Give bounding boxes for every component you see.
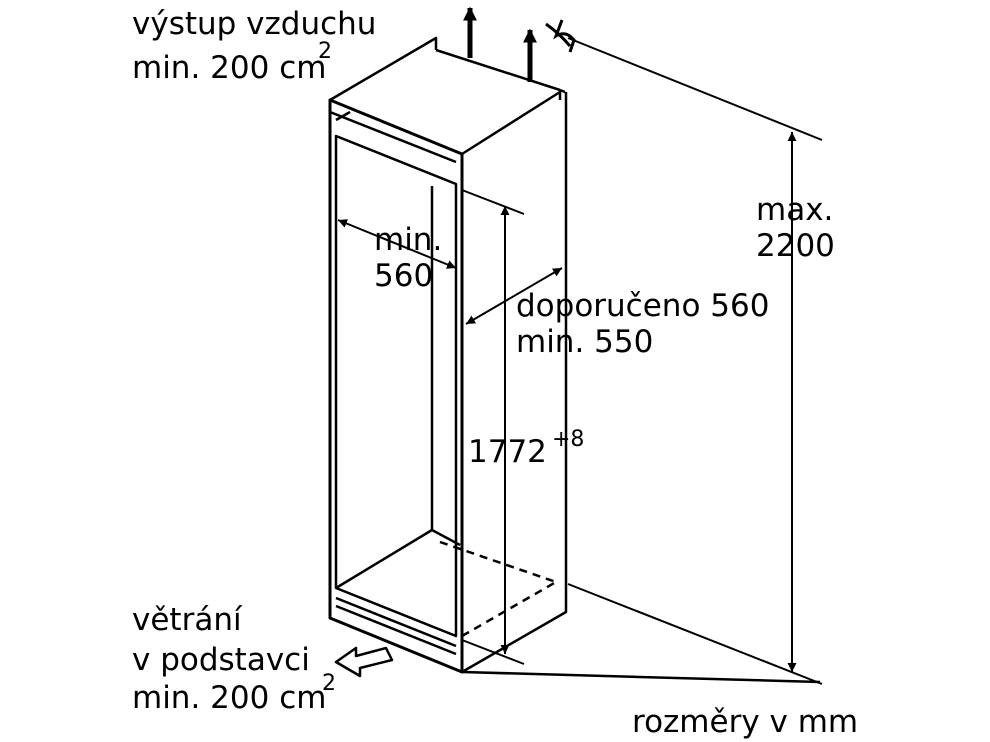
- niche-front-inner: [334, 134, 458, 638]
- airflow-path-icon: [545, 19, 576, 53]
- air-outlet-arrows: [463, 6, 576, 82]
- depth-label-2: min. 550: [516, 324, 653, 360]
- niche-top-right: [461, 90, 562, 156]
- units-label: rozměry v mm: [632, 704, 858, 740]
- niche-front-outer: [328, 98, 464, 674]
- min-width-label-2: 560: [374, 258, 433, 294]
- height-label: 1772: [468, 434, 547, 470]
- air-outlet-label-2: min. 200 cm: [132, 50, 326, 86]
- depth-dimension: [465, 267, 563, 325]
- dimension-lines: [337, 37, 823, 685]
- base-vent-sup: 2: [322, 671, 336, 696]
- base-vent-label-1: větrání: [132, 602, 243, 638]
- niche-top-recess: [329, 36, 438, 102]
- base-vent-label-3: min. 200 cm: [132, 680, 326, 716]
- height-tolerance: +8: [552, 427, 584, 452]
- niche-right-wall: [460, 92, 568, 674]
- depth-label-1: doporučeno 560: [516, 288, 769, 324]
- cabinet-niche: [328, 36, 821, 684]
- max-height-label-2: 2200: [756, 228, 835, 264]
- niche-base-plinth: [335, 596, 457, 648]
- air-outlet-sup: 2: [318, 39, 332, 64]
- min-width-dimension: [337, 219, 457, 269]
- air-outlet-label-1: výstup vzduchu: [132, 6, 376, 42]
- base-vent-label-2: v podstavci: [132, 642, 310, 678]
- base-vent-arrow-icon: [334, 646, 394, 678]
- max-height-label-1: max.: [756, 192, 833, 228]
- hidden-floor-dashed: [439, 540, 557, 638]
- min-width-label-1: min.: [374, 222, 442, 258]
